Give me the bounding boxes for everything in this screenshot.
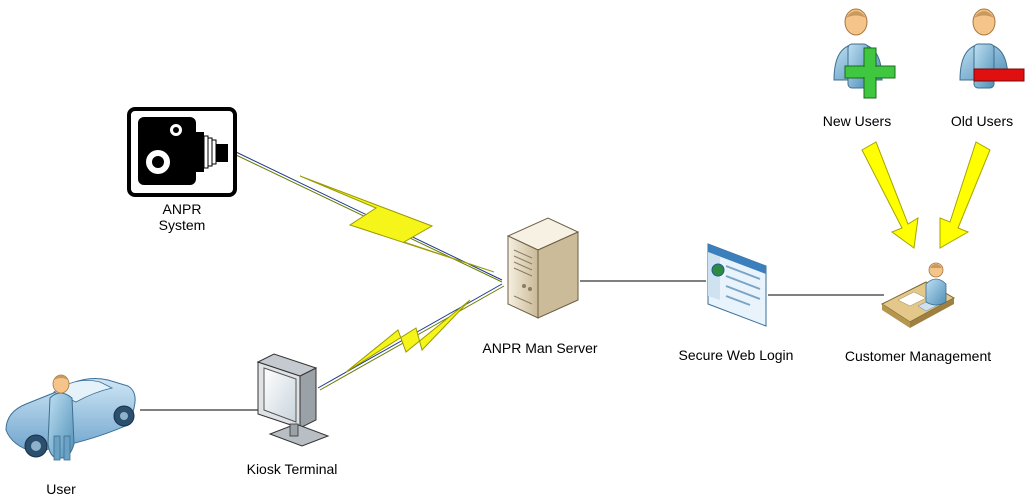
user-remove-icon xyxy=(959,8,1025,89)
new-users-label: New Users xyxy=(822,113,892,129)
kiosk-terminal-label: Kiosk Terminal xyxy=(246,461,338,477)
user-label: User xyxy=(46,481,76,497)
arrow-old-users-to-customer-management xyxy=(939,141,991,249)
desk-user-icon xyxy=(880,262,956,328)
anpr-system-label-line1: ANPR xyxy=(162,201,202,217)
anpr-server-label: ANPR Man Server xyxy=(482,340,598,356)
user-add-icon xyxy=(833,8,896,99)
customer-management-label: Customer Management xyxy=(844,348,992,364)
monitor-icon xyxy=(256,353,330,447)
server-icon xyxy=(506,217,580,319)
arrow-new-users-to-customer-management xyxy=(861,141,919,249)
wireless-link-camera-server xyxy=(235,151,503,283)
lightning-bolt-icon xyxy=(345,299,471,373)
anpr-system-label: ANPR System xyxy=(150,201,214,233)
lightning-bolt-icon xyxy=(299,175,495,273)
connections xyxy=(140,280,884,411)
secure-web-login-label: Secure Web Login xyxy=(678,347,794,363)
web-page-icon xyxy=(707,243,767,327)
old-users-label: Old Users xyxy=(950,113,1014,129)
user-with-car-icon xyxy=(5,374,136,461)
anpr-system-label-line2: System xyxy=(158,217,206,233)
speed-camera-icon xyxy=(127,107,237,197)
wireless-link-kiosk-server xyxy=(317,283,505,391)
